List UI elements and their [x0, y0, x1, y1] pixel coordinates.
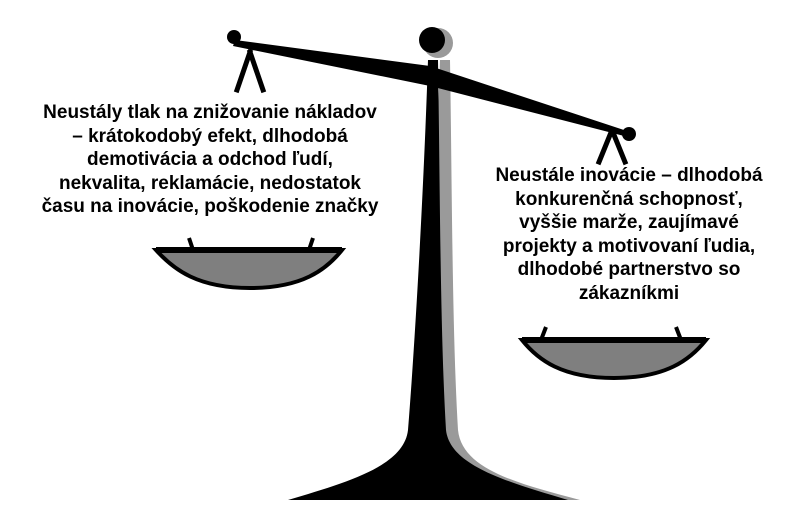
right-beam-end	[622, 127, 636, 141]
right-hanger	[595, 126, 629, 166]
right-pan-line: Neustále inovácie – dlhodobá	[495, 165, 763, 186]
top-knob	[419, 27, 445, 53]
left-hanger	[233, 48, 267, 94]
beam	[233, 40, 630, 137]
left-pan-line: nekvalita, reklamácie, nedostatok	[58, 172, 362, 194]
right-pan-line: konkurenčná schopnosť,	[515, 188, 743, 210]
left-pan-line: demotivácia a odchod ľudí,	[87, 149, 333, 170]
right-pan-line: dlhodobé partnerstvo so	[517, 259, 741, 280]
left-pan-text: Neustály tlak na znižovanie nákladov – k…	[0, 101, 420, 219]
left-pan-line: času na inovácie, poškodenie značky	[41, 196, 379, 217]
left-beam-end	[227, 30, 241, 44]
right-pan	[517, 338, 711, 381]
right-pan-text: Neustále inovácie – dlhodobá konkurenčná…	[458, 164, 800, 305]
left-pan	[151, 248, 347, 291]
right-pan-line: zákazníkmi	[578, 282, 680, 304]
right-pan-line: projekty a motivovaní ľudia,	[502, 235, 756, 257]
right-pan-line: vyššie marže, zaujímavé	[519, 212, 739, 233]
left-pan-line: Neustály tlak na znižovanie nákladov	[43, 102, 377, 123]
left-pan-line: – krátokodobý efekt, dlhodobá	[72, 125, 348, 147]
stand	[288, 60, 568, 500]
